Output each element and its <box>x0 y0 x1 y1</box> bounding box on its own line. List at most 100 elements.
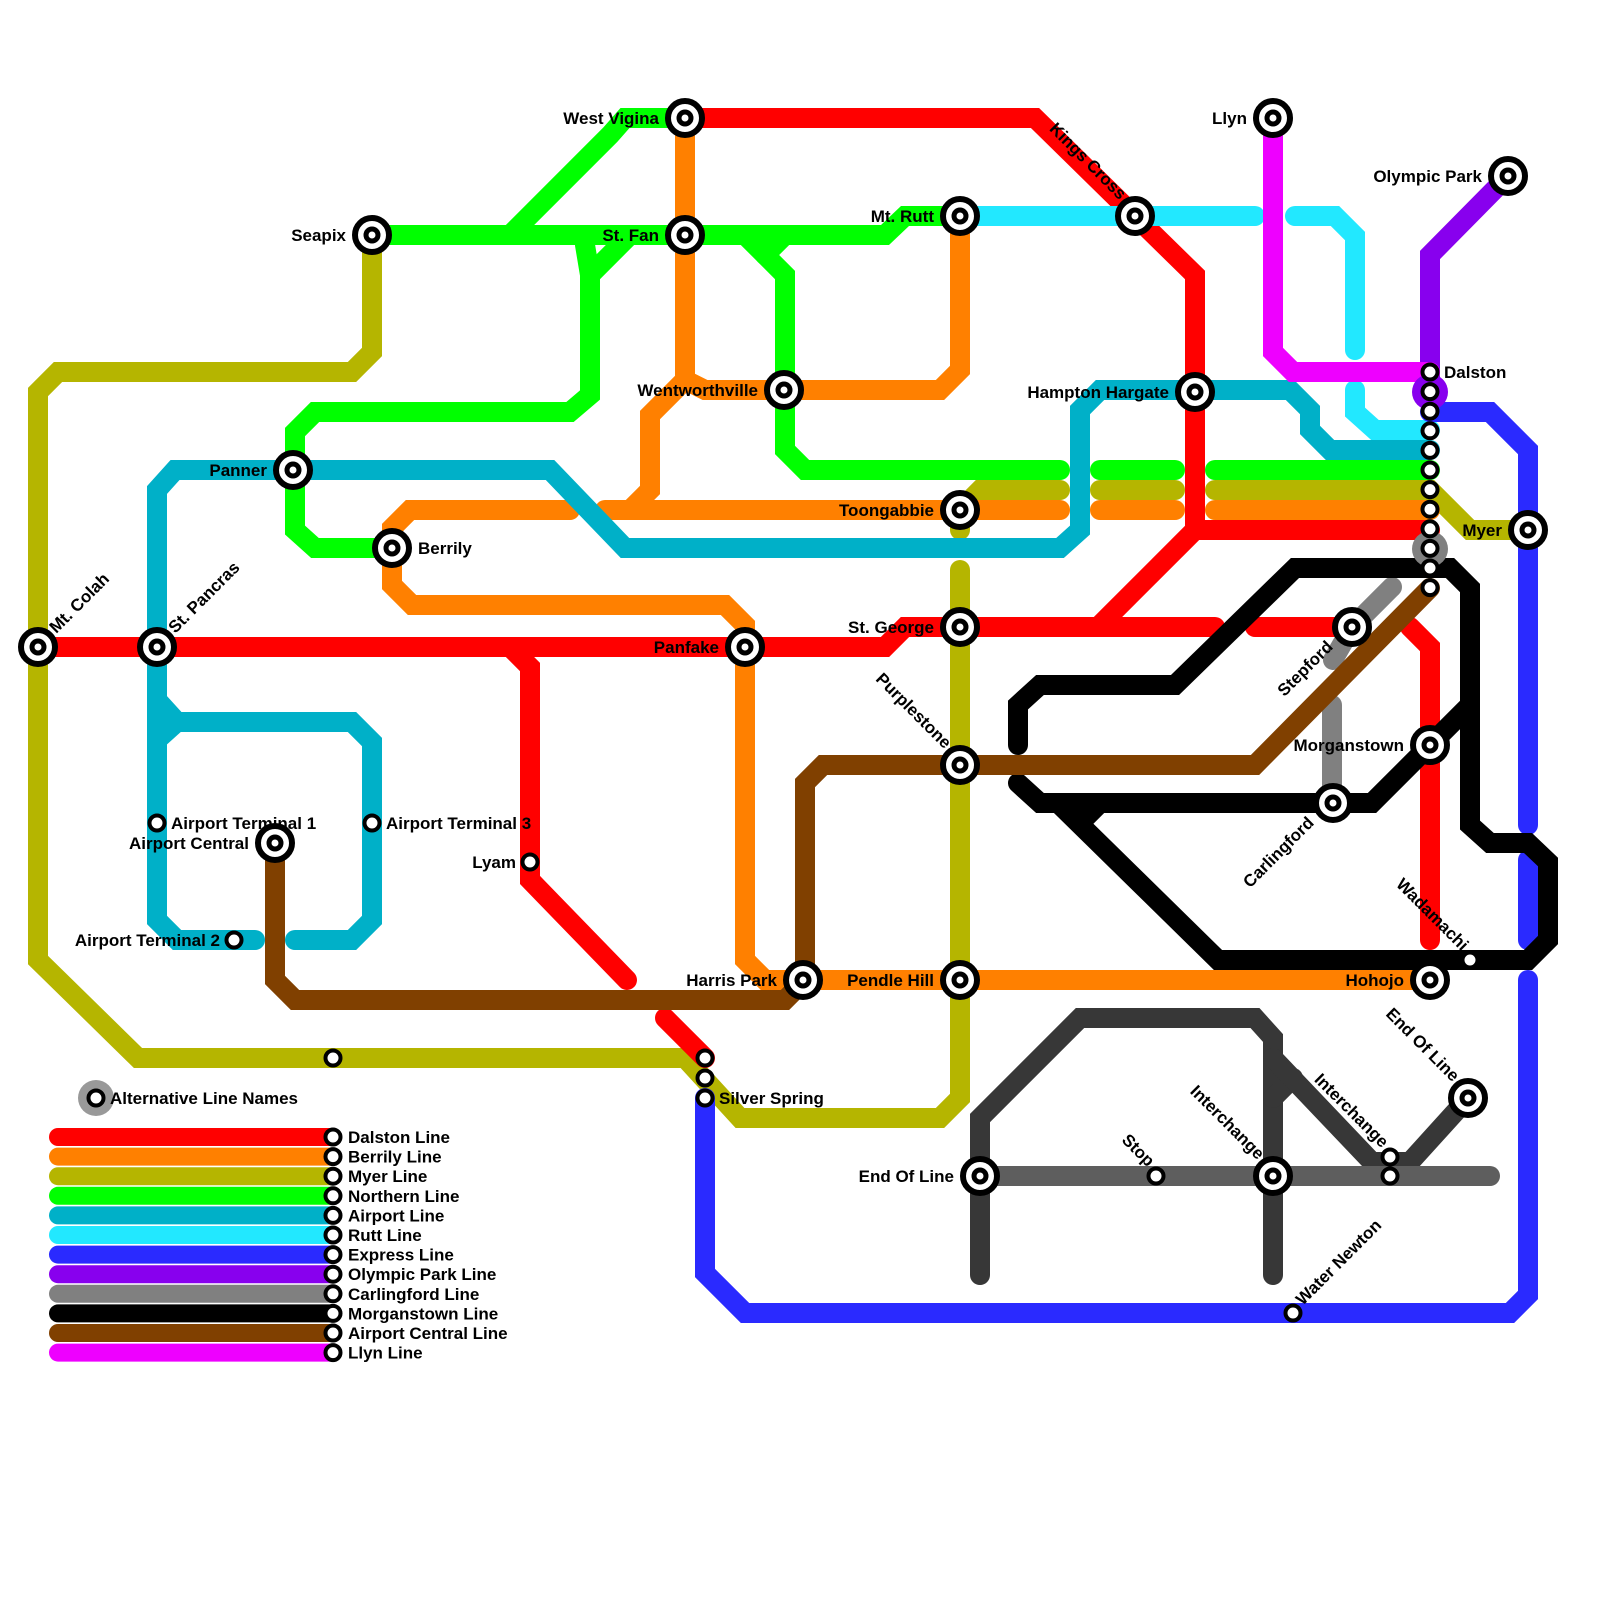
station-label: Airport Terminal 3 <box>386 814 531 833</box>
stop-marker <box>1420 499 1440 519</box>
station-seapix[interactable]: Seapix <box>291 215 392 255</box>
legend-label: Rutt Line <box>348 1226 422 1245</box>
stop-marker <box>1420 578 1440 598</box>
station-hampton-hargate[interactable]: Hampton Hargate <box>1027 372 1215 412</box>
interchange-dot <box>1421 971 1439 989</box>
station-label: St. Pancras <box>165 558 244 637</box>
station-dalston[interactable]: Dalston <box>1420 362 1507 382</box>
dark-grey-line <box>970 1008 1283 1285</box>
stop-marker <box>1420 382 1440 402</box>
station[interactable] <box>1380 1166 1400 1186</box>
station-label: Berrily <box>418 539 472 558</box>
interchange-dot <box>676 109 694 127</box>
route-lines <box>28 108 1558 1323</box>
dalston-line <box>1090 520 1205 635</box>
legend-label: Morganstown Line <box>348 1304 498 1323</box>
myer-line <box>1205 480 1538 540</box>
interchange-dot <box>736 638 754 656</box>
interchange-dot <box>951 618 969 636</box>
interchange-dot <box>676 226 694 244</box>
station[interactable] <box>1420 519 1440 539</box>
station-label: Hohojo <box>1345 971 1404 990</box>
legend-stop-marker <box>323 1205 343 1225</box>
station[interactable] <box>1420 480 1440 500</box>
station-harris-park[interactable]: Harris Park <box>686 960 823 1000</box>
station[interactable] <box>695 1048 715 1068</box>
stop-marker <box>1420 421 1440 441</box>
stop-marker <box>695 1088 715 1108</box>
station-label: Harris Park <box>686 971 777 990</box>
interchange-dot <box>951 756 969 774</box>
stop-marker <box>1460 950 1480 970</box>
station-airport-terminal-3[interactable]: Airport Terminal 3 <box>362 813 532 833</box>
legend-stop-marker <box>323 1303 343 1323</box>
station-olympic-park[interactable]: Olympic Park <box>1373 156 1528 196</box>
station-label: Water Newton <box>1292 1216 1385 1309</box>
station[interactable] <box>1420 460 1440 480</box>
station[interactable] <box>1420 578 1440 598</box>
stop-marker <box>224 930 244 950</box>
station[interactable] <box>1420 499 1440 519</box>
legend-item: Morganstown Line <box>49 1303 498 1323</box>
legend-stop-marker <box>323 1225 343 1245</box>
dalston-line <box>500 637 637 990</box>
station-alternative-line-names[interactable]: Alternative Line Names <box>86 1088 299 1108</box>
station-morganstown[interactable]: Morganstown <box>1294 725 1450 765</box>
station-myer[interactable]: Myer <box>1462 510 1548 550</box>
express-line <box>1420 402 1538 835</box>
morganstown-line <box>1008 558 1558 970</box>
station[interactable] <box>1420 538 1440 558</box>
stop-marker <box>1420 519 1440 539</box>
legend-stop-marker <box>323 1264 343 1284</box>
legend-label: Myer Line <box>348 1167 427 1186</box>
station-toongabbie[interactable]: Toongabbie <box>839 490 980 530</box>
station[interactable] <box>323 1048 343 1068</box>
station[interactable] <box>1420 401 1440 421</box>
olympic-line <box>1420 166 1518 402</box>
stop-marker <box>147 813 167 833</box>
station-mt-rutt[interactable]: Mt. Rutt <box>871 196 980 236</box>
station-airport-terminal-2[interactable]: Airport Terminal 2 <box>75 930 244 950</box>
station-airport-central[interactable]: Airport Central <box>129 823 295 863</box>
morganstown-line <box>1070 793 1110 833</box>
station-llyn[interactable]: Llyn <box>1212 98 1293 138</box>
station-label: West Vigina <box>563 109 659 128</box>
station[interactable] <box>1420 558 1440 578</box>
berrily-line <box>382 500 1440 990</box>
station-st-fan[interactable]: St. Fan <box>602 215 705 255</box>
legend-stop-marker <box>323 1186 343 1206</box>
station-label: Stop <box>1118 1130 1158 1170</box>
station-berrily[interactable]: Berrily <box>372 528 472 568</box>
station-label: Airport Terminal 1 <box>171 814 316 833</box>
dalston-line <box>28 617 1225 657</box>
legend-label: Northern Line <box>348 1187 459 1206</box>
station-wentworthville[interactable]: Wentworthville <box>637 370 804 410</box>
interchange-dot <box>29 638 47 656</box>
station[interactable] <box>1420 421 1440 441</box>
station[interactable] <box>1420 440 1440 460</box>
interchange-dot <box>1499 167 1517 185</box>
interchange-dot <box>1343 618 1361 636</box>
station-pendle-hill[interactable]: Pendle Hill <box>847 960 980 1000</box>
station-panfake[interactable]: Panfake <box>654 627 765 667</box>
station-hohojo[interactable]: Hohojo <box>1345 960 1450 1000</box>
station-silver-spring[interactable]: Silver Spring <box>695 1088 824 1108</box>
station[interactable] <box>695 1068 715 1088</box>
station-end-of-line-2[interactable]: End Of Line <box>1382 1004 1488 1118</box>
legend-stop-marker <box>323 1166 343 1186</box>
legend-item: Express Line <box>49 1245 454 1265</box>
station-st-george[interactable]: St. George <box>848 607 980 647</box>
legend-label: Olympic Park Line <box>348 1265 496 1284</box>
station-lyam[interactable]: Lyam <box>472 852 540 872</box>
station[interactable] <box>1420 382 1440 402</box>
stop-marker <box>1420 460 1440 480</box>
station-west-vigina[interactable]: West Vigina <box>563 98 705 138</box>
station-panner[interactable]: Panner <box>209 450 313 490</box>
legend-item: Llyn Line <box>49 1343 423 1363</box>
rutt-line <box>1345 380 1440 440</box>
station-airport-terminal-1[interactable]: Airport Terminal 1 <box>147 813 317 833</box>
station-end-of-line-1[interactable]: End Of Line <box>859 1156 1000 1196</box>
myer-line <box>28 225 970 1128</box>
